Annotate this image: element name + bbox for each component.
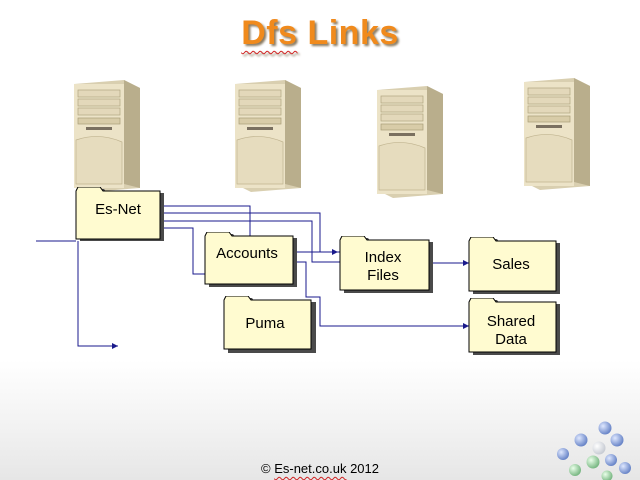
link-to-shared-data xyxy=(292,261,469,329)
title-dfs: Dfs xyxy=(241,14,298,52)
folder-label: Sales xyxy=(492,256,530,273)
folder-icon xyxy=(339,236,433,293)
folder-sales[interactable]: Sales xyxy=(467,237,563,295)
folder-label: Puma xyxy=(245,315,285,332)
copyright-symbol: © xyxy=(260,461,275,476)
link-esnet-top xyxy=(164,205,251,238)
footer-year: 2012 xyxy=(346,461,379,476)
folder-accounts[interactable]: Accounts xyxy=(203,232,299,288)
link-esnet-accounts xyxy=(164,227,205,275)
folder-esnet[interactable]: Es-Net xyxy=(74,187,170,243)
folder-icon xyxy=(468,237,560,294)
title-links: Links xyxy=(297,14,399,52)
folder-shared-data[interactable]: Shared Data xyxy=(467,298,563,356)
folder-icon xyxy=(223,296,316,353)
server-tower-icon xyxy=(235,80,301,192)
folder-icon xyxy=(75,187,164,241)
down-link-line xyxy=(77,241,118,349)
decorative-dots xyxy=(557,421,631,480)
folder-index-files[interactable]: Index Files xyxy=(338,236,434,294)
page-title: Dfs Links xyxy=(0,14,640,53)
link-esnet-index-b xyxy=(164,220,340,263)
folder-label: Index Files xyxy=(364,249,402,284)
server-tower-icon xyxy=(524,78,590,190)
server-tower-icon xyxy=(74,80,140,192)
folder-label: Shared Data xyxy=(486,313,536,348)
footer-domain: Es-net.co.uk xyxy=(274,461,347,476)
folder-label: Accounts xyxy=(216,245,278,262)
folder-icon xyxy=(468,298,560,355)
folder-label: Es-Net xyxy=(95,201,141,218)
folder-puma[interactable]: Puma xyxy=(222,296,318,354)
folder-icon xyxy=(204,232,297,287)
server-tower-icon xyxy=(377,86,443,198)
footer-copyright: © Es-net.co.uk 2012 xyxy=(0,461,640,476)
